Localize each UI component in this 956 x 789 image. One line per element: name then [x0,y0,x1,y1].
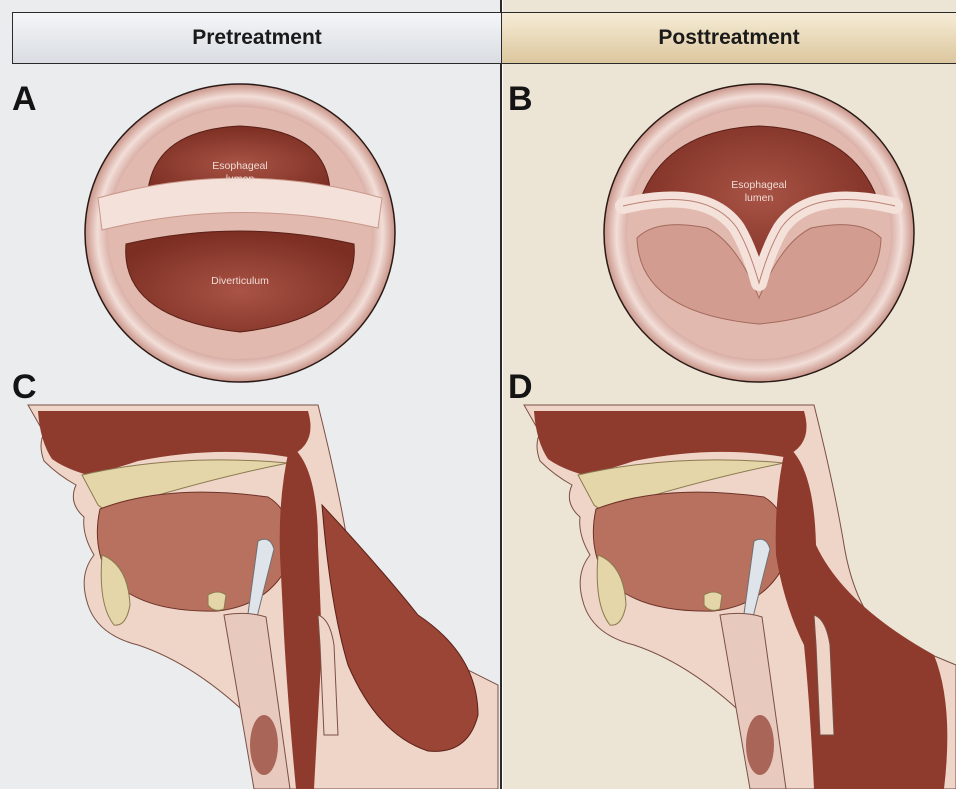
panel-letter-b: B [508,80,533,119]
endoscopic-view-posttreatment: Esophageal lumen [597,78,921,388]
panel-letter-c: C [12,368,37,407]
panel-divider [500,0,502,789]
sagittal-view-pretreatment [18,405,498,789]
label-esophageal: Esophageal [731,179,786,191]
endoscopic-view-pretreatment: Esophageal lumen Diverticulum [78,78,402,388]
panel-letter-a: A [12,80,37,119]
panel-letter-d: D [508,368,533,407]
hyoid [704,592,722,610]
label-lumen: lumen [745,192,774,204]
label-esophageal: Esophageal [212,160,267,172]
pretreatment-header: Pretreatment [12,12,501,64]
hyoid [208,592,226,610]
sagittal-view-posttreatment [514,405,956,789]
label-lumen: lumen [226,173,255,185]
posttreatment-header: Posttreatment [502,12,956,64]
thyroid [746,715,774,775]
label-diverticulum: Diverticulum [211,275,269,287]
thyroid [250,715,278,775]
